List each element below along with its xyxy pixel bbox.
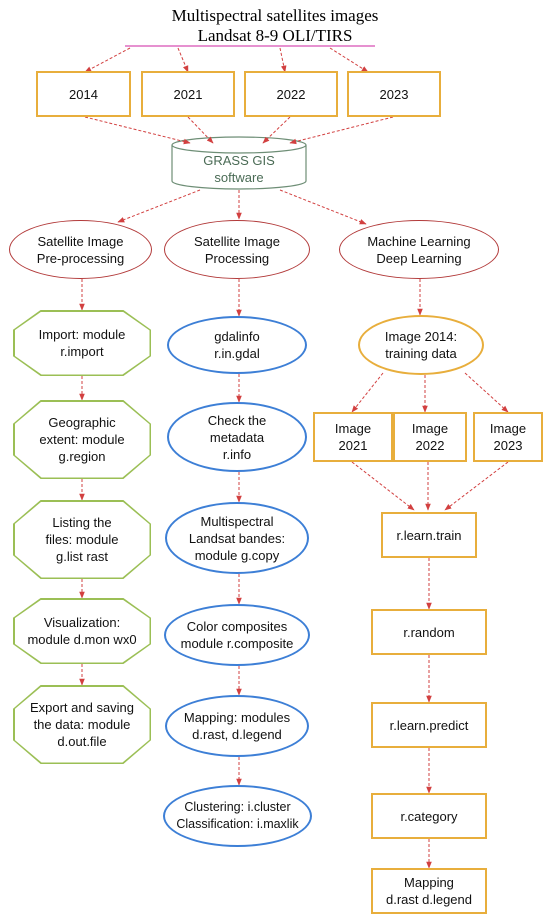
- connector-arrow: [289, 116, 394, 145]
- diagram-title-line1: Multispectral satellites images: [171, 6, 379, 25]
- connector-arrow: [187, 116, 214, 144]
- ml-step-mapping: Mapping d.rast d.legend: [371, 868, 487, 914]
- preprocessing-step: Export and saving the data: module d.out…: [13, 685, 151, 764]
- year-box-2022: 2022: [244, 71, 338, 117]
- processing-step: Color composites module r.composite: [164, 604, 310, 666]
- software-label: GRASS GIS software: [203, 153, 275, 185]
- connector-arrow: [84, 116, 191, 145]
- processing-step: Clustering: i.cluster Classification: i.…: [163, 785, 312, 847]
- connector-arrow: [329, 47, 369, 73]
- branch-preprocessing: Satellite Image Pre-processing: [9, 220, 152, 279]
- preprocessing-step-label: Listing the files: module g.list rast: [14, 501, 150, 578]
- connector-arrow: [464, 372, 509, 413]
- preprocessing-step-label: Export and saving the data: module d.out…: [14, 686, 150, 763]
- ml-step-random: r.random: [371, 609, 487, 655]
- year-box-2023: 2023: [347, 71, 441, 117]
- preprocessing-step: Import: module r.import: [13, 310, 151, 376]
- diagram-title-line2: Landsat 8-9 OLI/TIRS: [197, 26, 353, 45]
- processing-step: Multispectral Landsat bandes: module g.c…: [165, 502, 309, 574]
- ml-step-category: r.category: [371, 793, 487, 839]
- ml-step-train: r.learn.train: [381, 512, 477, 558]
- preprocessing-step: Listing the files: module g.list rast: [13, 500, 151, 579]
- connector-arrow: [279, 189, 367, 225]
- preprocessing-step-label: Geographic extent: module g.region: [14, 401, 150, 478]
- connector-arrow: [279, 47, 287, 73]
- preprocessing-step-label: Import: module r.import: [14, 311, 150, 375]
- connector-arrow: [177, 47, 189, 73]
- connector-arrow: [84, 47, 131, 73]
- connector-arrow: [351, 461, 415, 511]
- processing-step: Mapping: modules d.rast, d.legend: [165, 695, 309, 757]
- image-box-2023: Image 2023: [473, 412, 543, 462]
- processing-step: Check the metadata r.info: [167, 402, 307, 472]
- branch-machine-learning: Machine Learning Deep Learning: [339, 220, 499, 279]
- processing-step: gdalinfo r.in.gdal: [167, 316, 307, 374]
- connector-arrow: [444, 461, 509, 511]
- year-box-2014: 2014: [36, 71, 131, 117]
- connector-arrow: [262, 116, 291, 144]
- preprocessing-step: Geographic extent: module g.region: [13, 400, 151, 479]
- connector-arrow: [351, 372, 384, 413]
- preprocessing-step: Visualization: module d.mon wx0: [13, 598, 151, 664]
- preprocessing-step-label: Visualization: module d.mon wx0: [14, 599, 150, 663]
- software-cylinder: [171, 136, 307, 190]
- branch-processing: Satellite Image Processing: [164, 220, 310, 279]
- year-box-2021: 2021: [141, 71, 235, 117]
- connector-arrow: [117, 189, 201, 223]
- image-box-2021: Image 2021: [313, 412, 393, 462]
- training-data-node: Image 2014: training data: [358, 315, 484, 375]
- ml-step-predict: r.learn.predict: [371, 702, 487, 748]
- image-box-2022: Image 2022: [393, 412, 467, 462]
